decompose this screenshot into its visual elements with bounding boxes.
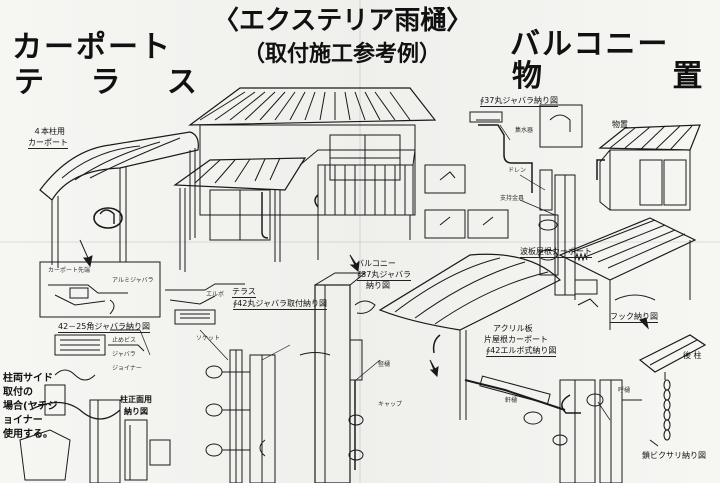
label-balcony: バルコニー — [356, 259, 396, 268]
note-pillar-side-3: 使用する。 — [3, 429, 53, 440]
callout-screw: 止めビス — [112, 337, 137, 344]
callout-joiner: ジョイナー — [112, 365, 142, 372]
callout-downspout: 竪樋 — [378, 361, 391, 368]
callout-bracket: 支持金具 — [500, 195, 525, 202]
heading-terrace: テ ラ ス — [14, 65, 215, 100]
callout-carport-tip: カーポート先端 — [48, 267, 91, 274]
wave-carport-illustration — [558, 217, 697, 330]
label-4post: ４本柱用 — [33, 127, 65, 136]
note-pillar-side-1: 柱両サイド取付の — [3, 373, 53, 398]
terrace-detail-drawing — [165, 283, 331, 483]
label-terrace: テラス — [232, 287, 256, 298]
note-pillar-side-2: 場合(ヤチジョイナー — [3, 401, 58, 426]
label-storage: 物置 — [612, 120, 628, 129]
label-jabara-37-top: ∮37丸ジャバラ納り図 — [480, 96, 558, 107]
callout-drain: ドレン — [508, 167, 527, 174]
page-title: 〈エクステリア雨樋〉 — [213, 6, 473, 36]
paper-fold-vertical — [359, 0, 361, 483]
label-acrylic-carport: 片屋根カーポート — [484, 335, 548, 344]
callout-jabara: ジャバラ — [112, 351, 136, 358]
paper-fold-horizontal — [0, 241, 720, 243]
storage-shed-illustration — [596, 124, 701, 211]
downspout-detail-drawing — [424, 104, 583, 296]
heading-carport: カーポート — [12, 30, 172, 65]
leader-lines — [139, 124, 611, 421]
callout-connector: 呼樋 — [618, 387, 631, 394]
jabara-detail-drawing — [19, 261, 171, 483]
page-subtitle: （取付施工参考例） — [243, 42, 442, 67]
acrylic-carport-illustration — [378, 253, 596, 483]
center-pillar-drawing — [314, 272, 376, 483]
heading-storage: 物 置 — [512, 59, 702, 94]
house-illustration — [173, 87, 437, 272]
label-pillar-front: 柱正面用 — [120, 395, 152, 404]
label-jabara-37-balcony: ∮37丸ジャバラ — [357, 270, 411, 281]
chain-detail-drawing — [586, 334, 707, 483]
label-back-pillar: 後 柱 — [683, 351, 702, 360]
label-wave-carport: 波板屋根カーポート — [520, 247, 592, 258]
callout-cap: キャップ — [378, 401, 403, 408]
label-jabara-42-terrace: ∮42丸ジャバラ取付納り図 — [233, 299, 327, 310]
callout-collector: 集水器 — [515, 127, 534, 134]
label-jabara-42-25: 42－25角ジャバラ納り図 — [58, 322, 150, 333]
label-jabara-37-balcony-detail: 納り図 — [366, 281, 390, 290]
label-acrylic: アクリル板 — [493, 324, 533, 333]
note-pillar-side: 柱両サイド取付の 場合(ヤチジョイナー 使用する。 — [3, 372, 59, 442]
callout-socket: ソケット — [196, 335, 221, 342]
heading-balcony: バルコニー — [510, 27, 670, 62]
callout-elbow: エルボ — [206, 291, 225, 298]
label-hook-detail: フック納り図 — [610, 312, 658, 323]
callout-aluminum-jabara: アルミジャバラ — [112, 277, 154, 284]
carport-illustration — [39, 131, 199, 268]
label-4post-carport: カーポート — [28, 138, 68, 149]
label-chain-detail: 鎖ビクサリ納り図 — [642, 451, 706, 460]
label-pillar-front-detail: 納り図 — [124, 407, 148, 416]
callout-eaves-gutter: 軒樋 — [505, 397, 518, 404]
label-elbow-42: ∮42エルボ式納り図 — [486, 346, 557, 357]
